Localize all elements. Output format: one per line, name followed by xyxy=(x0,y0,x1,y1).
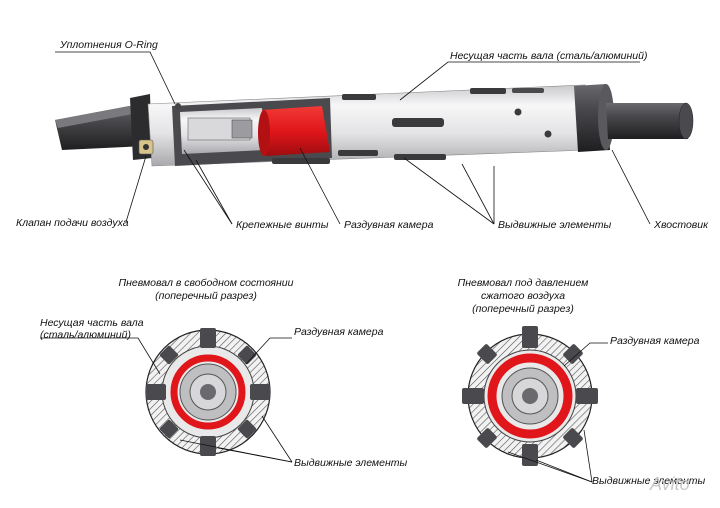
right-label-elements: Выдвижные элементы xyxy=(592,475,705,487)
right-title-line1: Пневмовал под давлением xyxy=(458,277,589,289)
left-label-elements: Выдвижные элементы xyxy=(294,457,407,469)
right-cross-section: Пневмовал под давлением сжатого воздуха … xyxy=(458,277,706,487)
left-end-block xyxy=(55,94,152,160)
watermark: Avito xyxy=(649,474,690,494)
left-cross-section: Пневмовал в свободном состоянии (попереч… xyxy=(40,277,407,469)
right-title-line3: (поперечный разрез) xyxy=(472,303,574,315)
right-chamber-ring xyxy=(487,353,573,439)
air-valve xyxy=(138,139,154,155)
left-title-line2: (поперечный разрез) xyxy=(155,290,257,302)
right-center xyxy=(522,388,538,404)
right-label-chamber: Раздувная камера xyxy=(610,335,700,347)
main-leader-lines xyxy=(55,51,651,225)
label-o-ring: Уплотнения O-Ring xyxy=(59,39,158,51)
shank xyxy=(606,102,694,140)
left-title-line1: Пневмовал в свободном состоянии xyxy=(119,277,294,289)
right-elements xyxy=(462,326,598,466)
hole xyxy=(544,130,552,138)
hole xyxy=(514,108,522,116)
left-label-shaft-body-line2: (сталь/алюминий) xyxy=(40,329,131,341)
label-fixing-screws: Крепежные винты xyxy=(236,219,329,231)
label-shaft-body: Несущая часть вала (сталь/алюминий) xyxy=(450,50,647,62)
shaft-assembly xyxy=(55,84,694,167)
label-extendable-elements: Выдвижные элементы xyxy=(498,219,611,231)
left-elements xyxy=(146,328,270,456)
left-chamber-ring xyxy=(170,354,246,430)
o-ring xyxy=(175,103,181,109)
left-center xyxy=(200,384,216,400)
left-label-chamber: Раздувная камера xyxy=(294,326,384,338)
left-label-shaft-body-line1: Несущая часть вала xyxy=(40,317,144,329)
right-title-line2: сжатого воздуха xyxy=(481,290,565,302)
label-inflatable-chamber: Раздувная камера xyxy=(344,219,434,231)
inflatable-chamber xyxy=(258,106,330,156)
cutaway-interior xyxy=(172,98,332,166)
label-shank: Хвостовик xyxy=(653,219,709,231)
extendable-elements xyxy=(272,88,544,164)
label-air-valve: Клапан подачи воздуха xyxy=(16,217,129,229)
